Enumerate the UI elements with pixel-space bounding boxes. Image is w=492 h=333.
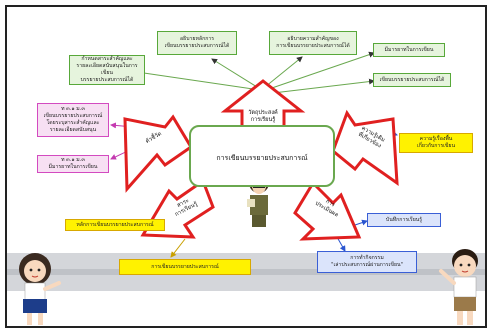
connector-line bbox=[268, 51, 375, 90]
center-topic-frame bbox=[189, 125, 335, 187]
box-text-line: ท ๓.๑ ม.๓ bbox=[61, 157, 85, 163]
box-text-line: เกี่ยวกับการเขียน bbox=[416, 143, 456, 149]
box-text-line: กำหนดสาระสำคัญและ bbox=[81, 56, 133, 62]
objective-box: กำหนดสาระสำคัญและ รายละเอียดสนับสนุนในกา… bbox=[69, 55, 145, 85]
box-text-line: บันทึกการเรียนรู้ bbox=[385, 216, 423, 223]
box-text-line: การทำกิจกรรม bbox=[350, 255, 384, 261]
box-text-line: หลักการเขียนบรรยายประสบการณ์ bbox=[76, 221, 154, 228]
box-text-line: รายละเอียดสนับสนุนในการเขียน bbox=[76, 63, 138, 76]
indicator-box: ท ๓.๑ ม.๓ เขียนบรรยายประสบการณ์ โดยระบุส… bbox=[37, 103, 109, 137]
objective-box: มีมารยาทในการเขียน bbox=[373, 43, 445, 57]
objective-box: อธิบายหลักการ เขียนบรรยายประสบการณ์ได้ bbox=[157, 31, 237, 55]
assessment-box: บันทึกการเรียนรู้ bbox=[367, 213, 441, 227]
connector-line bbox=[136, 69, 254, 90]
box-text-line: มีมารยาทในการเขียน bbox=[384, 46, 434, 53]
student-girl-illustration bbox=[19, 253, 61, 325]
box-text-line: บรรยายประสบการณ์ได้ bbox=[80, 77, 134, 83]
box-text-line: เขียนบรรยายประสบการณ์ได้ bbox=[379, 76, 445, 83]
arrow-bottom-right bbox=[293, 180, 362, 241]
content-box: การเขียนบรรยายประสบการณ์ bbox=[119, 259, 251, 275]
arrow-right bbox=[331, 109, 399, 187]
box-text-line: อธิบายหลักการ bbox=[179, 36, 215, 42]
student-boy-illustration bbox=[439, 249, 478, 325]
arrow-label-line: วัตถุประสงค์ bbox=[248, 110, 278, 116]
indicator-box: ท ๓.๑ ม.๓ มีมารยาทในการเขียน bbox=[37, 155, 109, 173]
objective-box: เขียนบรรยายประสบการณ์ได้ bbox=[373, 73, 451, 87]
box-text-line: ท ๓.๑ ม.๓ bbox=[61, 106, 85, 112]
connector-line bbox=[211, 58, 258, 88]
connector-line bbox=[170, 238, 186, 258]
objective-box: อธิบายความสำคัญของ การเขียนบรรยายประสบกา… bbox=[269, 31, 357, 55]
connector-line bbox=[272, 78, 375, 94]
center-topic: การเขียนบรรยายประสบการณ์ bbox=[216, 154, 308, 162]
connector-line bbox=[264, 56, 303, 88]
arrow-left bbox=[123, 114, 194, 193]
box-text-line: โดยระบุสาระสำคัญและ bbox=[46, 120, 100, 126]
box-text-line: เขียนบรรยายประสบการณ์ bbox=[43, 113, 103, 119]
connector-line bbox=[336, 236, 346, 252]
assessment-box: การทำกิจกรรม "เล่าประสบการณ์ผ่านการเขียน… bbox=[317, 251, 417, 273]
box-text-line: การเขียนบรรยายประสบการณ์ได้ bbox=[276, 43, 350, 49]
box-text-line: ความรู้เรื่องพื้น bbox=[419, 136, 453, 142]
box-text-line: รายละเอียดสนับสนุน bbox=[49, 127, 97, 133]
prior-knowledge-box: ความรู้เรื่องพื้น เกี่ยวกับการเขียน bbox=[399, 133, 473, 153]
box-text-line: เขียนบรรยายประสบการณ์ได้ bbox=[164, 43, 230, 49]
box-text-line: อธิบายความสำคัญของ bbox=[287, 36, 339, 42]
box-text-line: มีมารยาทในการเขียน bbox=[48, 164, 98, 170]
arrow-top-label: วัตถุประสงค์ การเรียนรู้ bbox=[243, 110, 283, 124]
diagram-frame: การเขียนบรรยายประสบการณ์ วัตถุประสงค์ กา… bbox=[5, 5, 487, 328]
box-text-line: "เล่าประสบการณ์ผ่านการเขียน" bbox=[331, 262, 403, 268]
box-text-line: การเขียนบรรยายประสบการณ์ bbox=[151, 263, 219, 270]
content-box: หลักการเขียนบรรยายประสบการณ์ bbox=[65, 219, 165, 231]
arrow-label-line: การเรียนรู้ bbox=[250, 117, 276, 123]
